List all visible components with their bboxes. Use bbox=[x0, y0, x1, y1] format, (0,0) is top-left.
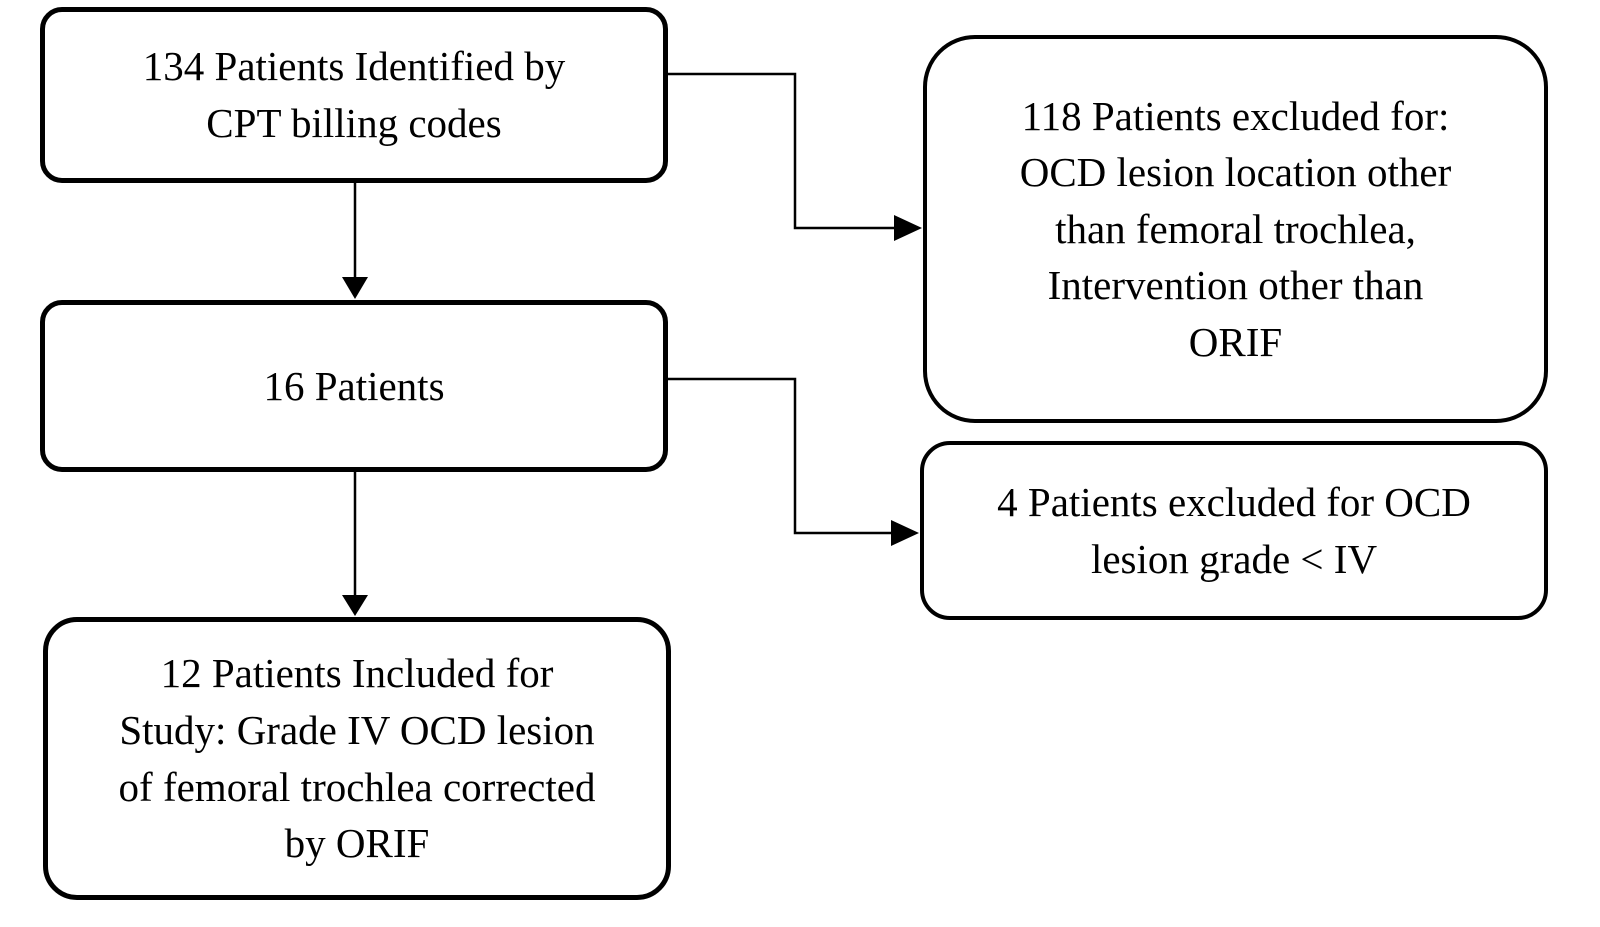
node-excluded-118-label: 118 Patients excluded for: OCD lesion lo… bbox=[1019, 92, 1452, 365]
node-excluded-118: 118 Patients excluded for: OCD lesion lo… bbox=[923, 35, 1548, 423]
arrow-down-identified-to-sixteen bbox=[342, 183, 368, 299]
node-excluded-4-label: 4 Patients excluded for OCD lesion grade… bbox=[997, 478, 1471, 582]
node-patients-included: 12 Patients Included for Study: Grade IV… bbox=[43, 617, 671, 900]
elbow-arrow-sixteen-to-excluded4 bbox=[668, 377, 919, 546]
node-patients-identified-label: 134 Patients Identified by CPT billing c… bbox=[142, 43, 566, 146]
node-patients-identified: 134 Patients Identified by CPT billing c… bbox=[40, 7, 668, 183]
node-patients-included-label: 12 Patients Included for Study: Grade IV… bbox=[118, 650, 596, 867]
node-excluded-4: 4 Patients excluded for OCD lesion grade… bbox=[920, 441, 1548, 620]
node-patients-sixteen-label: 16 Patients bbox=[263, 362, 445, 409]
node-patients-sixteen: 16 Patients bbox=[40, 300, 668, 472]
elbow-arrow-identified-to-excluded118 bbox=[668, 72, 922, 241]
arrow-down-sixteen-to-included bbox=[342, 472, 368, 616]
